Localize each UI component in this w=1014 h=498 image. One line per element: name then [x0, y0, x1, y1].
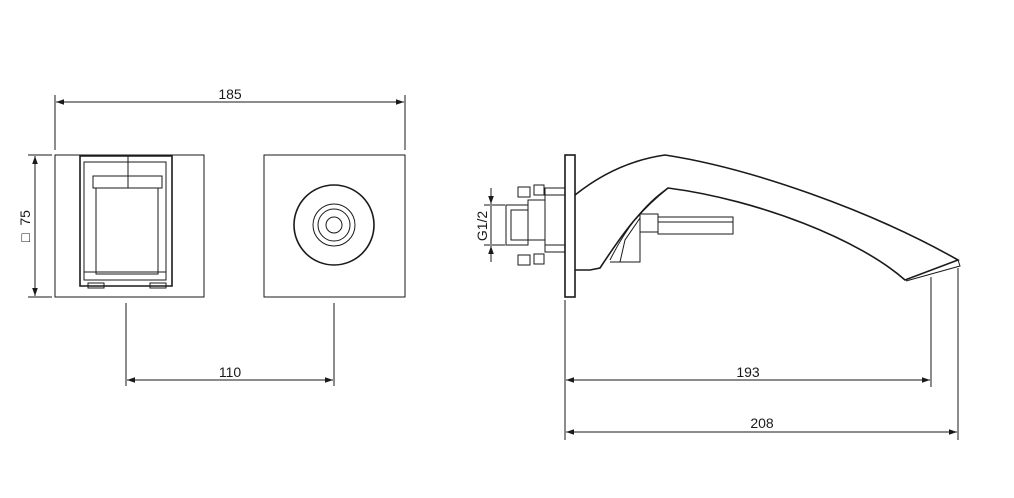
square-symbol: □ [17, 233, 33, 242]
dimension-185: 185 [54, 86, 406, 150]
side-view [505, 154, 961, 298]
dimension-193: 193 [564, 277, 932, 440]
svg-text:□ 75: □ 75 [17, 210, 33, 242]
dimension-thread: G1/2 [474, 188, 505, 262]
dimension-185-label: 185 [218, 86, 242, 102]
spout-plate-front-view [54, 154, 205, 298]
dimension-110: 110 [125, 303, 335, 386]
dimension-208: 208 [566, 268, 959, 440]
dimension-75: □ 75 [17, 154, 52, 298]
dimension-208-label: 208 [750, 415, 774, 431]
dimension-193-label: 193 [736, 364, 760, 380]
thread-label: G1/2 [474, 211, 490, 242]
handle-plate-front-view [263, 154, 406, 298]
dimension-110-label: 110 [219, 364, 242, 380]
dimension-75-label: 75 [17, 210, 33, 226]
